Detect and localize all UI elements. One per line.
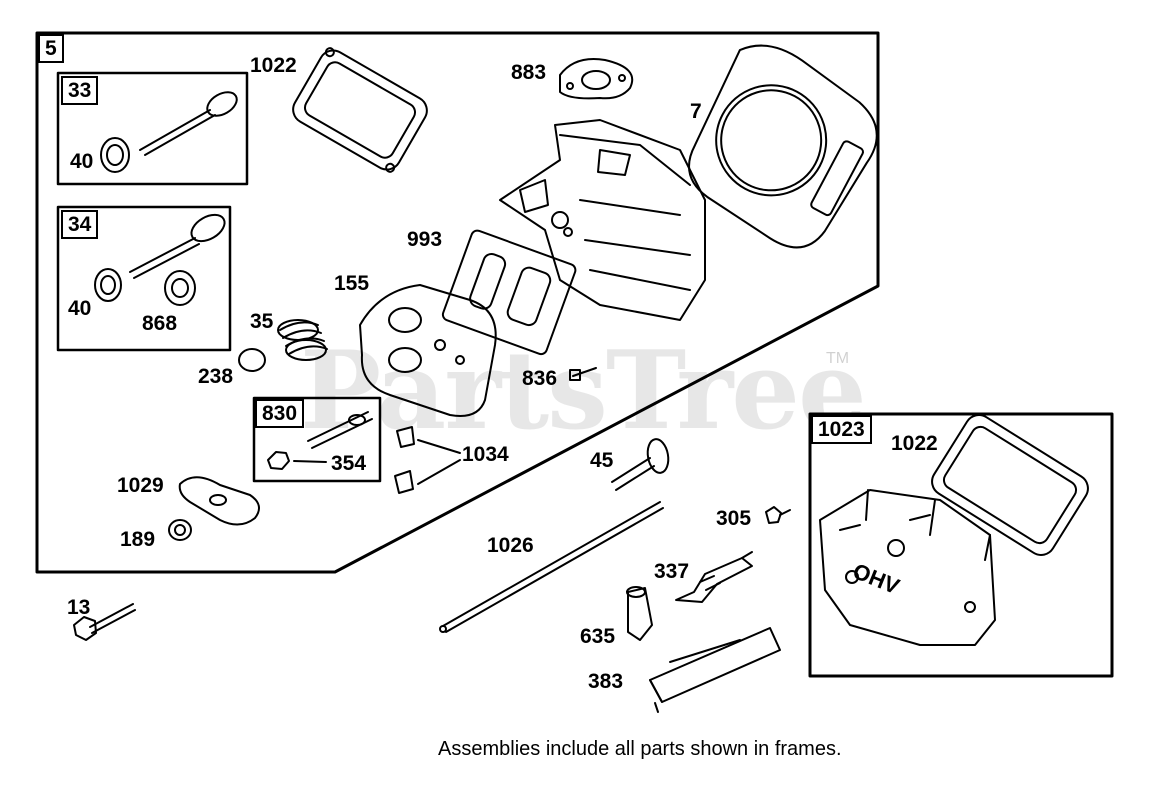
frame-exhaust-valve — [56, 71, 249, 186]
part-label-354: 354 — [331, 452, 367, 475]
part-label-238: 238 — [198, 365, 234, 388]
spark-plug-wrench — [649, 627, 781, 713]
frame-intake-valve — [56, 205, 232, 352]
watermark-trademark: TM — [826, 350, 850, 367]
rocker-plate — [359, 284, 497, 417]
part-label-13: 13 — [67, 596, 91, 619]
valve-spring — [277, 319, 328, 361]
frame-valve-cover — [808, 412, 1114, 678]
frame-label-33: 33 — [61, 76, 99, 105]
valve-retainer-868 — [164, 270, 196, 306]
part-label-993: 993 — [407, 228, 443, 251]
intake-valve — [129, 213, 226, 279]
push-rod-guides — [394, 426, 461, 494]
intake-gasket — [559, 58, 634, 100]
cylinder-head — [499, 119, 706, 321]
part-label-305: 305 — [716, 507, 752, 530]
breather-gasket — [441, 229, 577, 356]
part-label-868: 868 — [142, 312, 178, 335]
valve-cap — [238, 348, 266, 372]
frame-label-34: 34 — [61, 210, 99, 239]
frame-main — [35, 31, 880, 574]
cylinder-head-gasket — [688, 44, 878, 249]
part-label-35: 35 — [250, 310, 274, 333]
valve-cover — [819, 489, 996, 646]
assembly-footnote: Assemblies include all parts shown in fr… — [438, 738, 842, 760]
part-label-1022-top: 1022 — [250, 54, 297, 77]
rocker-cover-gasket-top — [292, 47, 428, 173]
spark-plug-boot — [626, 586, 653, 641]
rocker-stud — [307, 411, 373, 449]
part-label-883: 883 — [511, 61, 547, 84]
valve-seal-40b — [94, 268, 122, 302]
part-label-1026: 1026 — [487, 534, 534, 557]
nut-354 — [267, 451, 327, 470]
part-label-635: 635 — [580, 625, 616, 648]
adjusting-nut — [168, 519, 192, 541]
frame-label-1023: 1023 — [811, 415, 872, 444]
bolt-836 — [569, 367, 597, 381]
part-label-383: 383 — [588, 670, 624, 693]
frame-label-5: 5 — [38, 34, 64, 63]
frame-rocker-stud — [252, 396, 382, 483]
tappet — [611, 438, 670, 491]
bolt-13 — [73, 603, 136, 641]
rocker-arm — [178, 476, 260, 526]
part-label-1034: 1034 — [462, 443, 509, 466]
part-label-189: 189 — [120, 528, 156, 551]
part-label-337: 337 — [654, 560, 690, 583]
watermark: PartsTree — [300, 328, 867, 454]
part-label-40-a: 40 — [70, 150, 94, 173]
frame-label-830: 830 — [255, 399, 305, 428]
rocker-cover-gasket-frame — [931, 414, 1089, 556]
part-label-7: 7 — [690, 100, 702, 123]
valve-seal-40a — [100, 137, 130, 173]
part-label-155: 155 — [334, 272, 370, 295]
part-label-836: 836 — [522, 367, 558, 390]
part-label-40-b: 40 — [68, 297, 92, 320]
screw-305 — [765, 506, 791, 524]
exhaust-valve — [139, 91, 238, 156]
part-label-45: 45 — [590, 449, 614, 472]
push-rod — [439, 501, 664, 633]
part-label-1029: 1029 — [117, 474, 164, 497]
part-label-1022-frame: 1022 — [891, 432, 938, 455]
spark-plug — [675, 551, 753, 603]
